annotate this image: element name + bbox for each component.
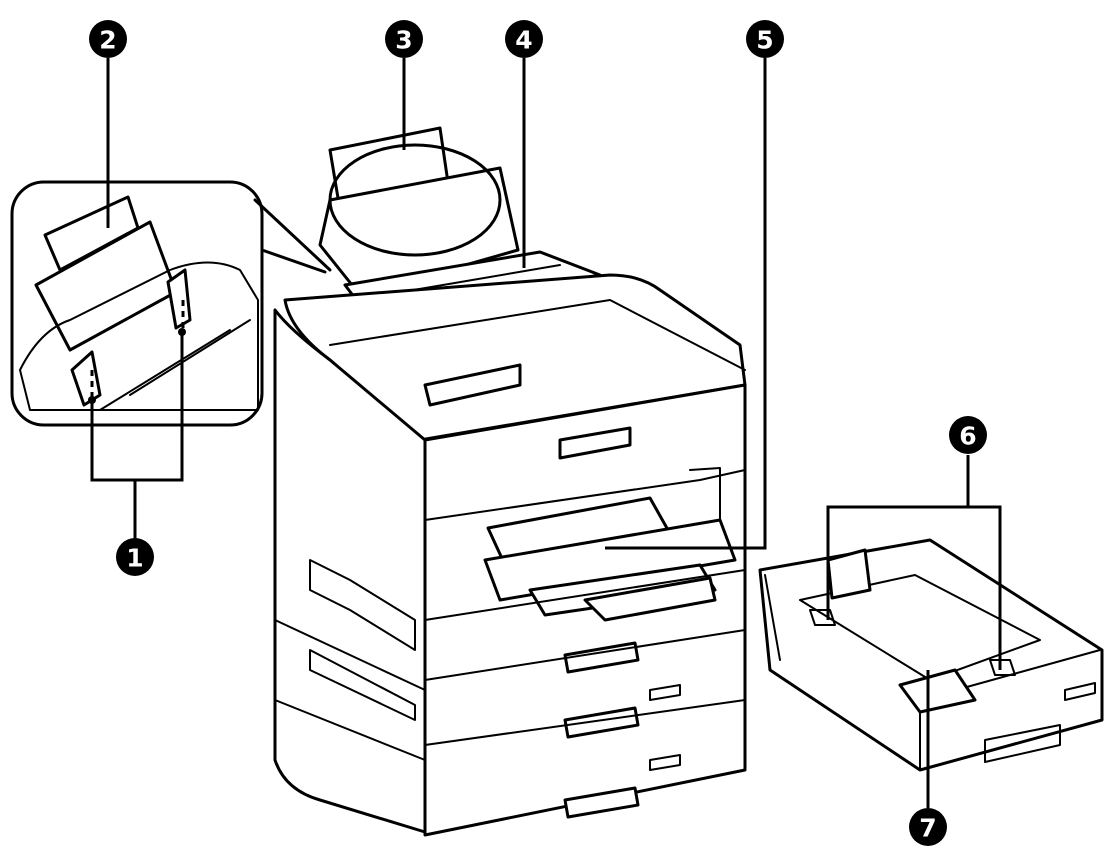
badge-circle-4	[505, 20, 543, 58]
badge-circle-1	[116, 538, 154, 576]
front-panel-right	[689, 467, 721, 521]
leader-5	[605, 58, 767, 550]
cassette-line-1	[424, 569, 746, 621]
callout-badge-5: 5	[746, 20, 784, 58]
side-line-2	[274, 699, 426, 761]
cassette-line-2	[424, 629, 746, 681]
leader-lines	[90, 58, 1002, 808]
side-handle-1	[309, 559, 416, 651]
rear-feed-inset	[10, 180, 332, 427]
badge-circle-2	[89, 20, 127, 58]
paper-cassette	[758, 538, 1104, 772]
badge-label-3: 3	[395, 26, 412, 55]
zoom-line-lower	[260, 248, 327, 274]
zoom-line-upper	[253, 198, 332, 272]
side-handle-2	[309, 649, 416, 721]
badge-circle-7	[909, 808, 947, 846]
mp-tray	[483, 518, 737, 602]
cassette-roller-mount	[826, 548, 872, 600]
callout-badge-2: 2	[89, 20, 127, 58]
front-cover-handle	[558, 426, 632, 460]
badge-circle-6	[949, 416, 987, 454]
paper-support-highlight-ellipse	[328, 143, 502, 257]
edge-guide-mark-right	[989, 659, 1016, 676]
cassette-label	[1064, 682, 1096, 701]
inset-edge-guide-left	[70, 350, 102, 407]
badge-label-2: 2	[99, 26, 116, 55]
output-tray-handle	[423, 363, 522, 407]
inset-guide-line-1	[99, 329, 231, 411]
cassette-label-1	[649, 684, 681, 701]
cassette-handle	[984, 724, 1061, 763]
cassette-handle-2	[563, 706, 640, 739]
badge-label-5: 5	[756, 26, 773, 55]
printer-main	[273, 126, 747, 837]
badge-label-6: 6	[959, 422, 976, 451]
badge-label-7: 7	[919, 814, 936, 843]
callout-badge-6: 6	[949, 416, 987, 454]
badge-label-1: 1	[126, 544, 143, 573]
front-panel-split	[424, 469, 746, 521]
callout-badge-3: 3	[385, 20, 423, 58]
mp-tray-extension-tip	[583, 576, 717, 622]
leader-1-bracket	[90, 332, 184, 482]
leader-6-bracket	[826, 505, 1002, 670]
side-line-1	[274, 619, 426, 691]
cassette-left-wall	[764, 574, 781, 661]
callout-badge-1: 1	[116, 538, 154, 576]
badge-label-4: 4	[515, 26, 532, 55]
edge-guide-mark-left	[809, 609, 836, 626]
cassette-body	[758, 538, 1104, 772]
cassette-handle-3	[563, 786, 640, 819]
cassette-line-3	[424, 699, 746, 746]
callout-badge-4: 4	[505, 20, 543, 58]
callout-badge-7: 7	[909, 808, 947, 846]
printer-top-edge	[329, 299, 746, 371]
cassette-label-2	[649, 754, 681, 771]
badge-circle-3	[385, 20, 423, 58]
badge-circle-5	[746, 20, 784, 58]
inset-printer-body	[19, 261, 259, 411]
cassette-floor	[799, 574, 1041, 681]
inset-guide-line-2	[129, 319, 251, 396]
length-guide	[898, 668, 977, 714]
